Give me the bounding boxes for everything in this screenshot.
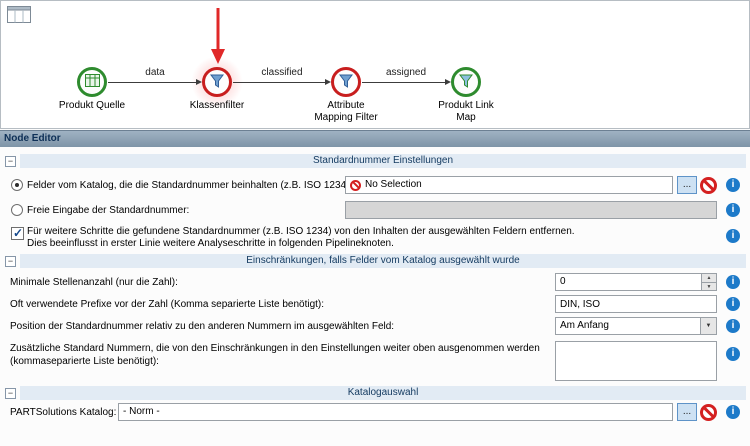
section-header-katalogauswahl: Katalogauswahl [20, 386, 746, 400]
edge-label: classified [261, 67, 303, 78]
exceptions-label: Zusätzliche Standard Nummern, die von de… [10, 343, 540, 367]
prefixes-label: Oft verwendete Prefixe vor der Zahl (Kom… [10, 299, 325, 310]
spinner-up-icon[interactable] [701, 274, 716, 282]
partsolutions-katalog-field[interactable]: - Norm - [118, 403, 673, 421]
node-produkt-quelle[interactable] [77, 67, 107, 97]
browse-felder-button[interactable]: ... [677, 176, 697, 194]
info-icon[interactable] [726, 229, 740, 243]
clear-felder-button[interactable] [700, 177, 717, 194]
info-icon[interactable] [726, 297, 740, 311]
section-header-standardnummer: Standardnummer Einstellungen [20, 154, 746, 168]
radio-felder-vom-katalog[interactable] [11, 179, 23, 191]
collapse-button-standardnummer[interactable] [5, 156, 16, 167]
node-label: Klassenfilter [189, 100, 245, 111]
edge-label: assigned [385, 67, 427, 78]
spinner-buttons[interactable] [701, 274, 716, 290]
info-icon[interactable] [726, 178, 740, 192]
edge-line [233, 78, 331, 85]
funnel-icon [210, 74, 224, 91]
clear-katalog-button[interactable] [700, 404, 717, 421]
section-title: Katalogauswahl [347, 387, 419, 398]
info-icon[interactable] [726, 405, 740, 419]
info-icon[interactable] [726, 203, 740, 217]
node-editor-header: Node Editor [0, 130, 750, 147]
freie-eingabe-field [345, 201, 717, 219]
edge-label: data [145, 67, 165, 78]
collapse-button-katalogauswahl[interactable] [5, 388, 16, 399]
node-attribute-mapping-filter[interactable] [331, 67, 361, 97]
partsolutions-katalog-label: PARTSolutions Katalog: [10, 407, 117, 418]
funnel-icon [459, 74, 473, 91]
min-digits-value: 0 [560, 276, 566, 287]
edge-line [108, 78, 202, 85]
node-label: Produkt Quelle [58, 100, 126, 111]
funnel-icon [339, 74, 353, 91]
info-icon[interactable] [726, 347, 740, 361]
radio-freie-label: Freie Eingabe der Standardnummer: [27, 205, 190, 216]
collapse-button-einschraenkungen[interactable] [5, 256, 16, 267]
table-icon [84, 74, 100, 90]
radio-felder-label: Felder vom Katalog, die die Standardnumm… [27, 180, 350, 191]
checkbox-label-line1: Für weitere Schritte die gefundene Stand… [27, 226, 575, 237]
position-combobox[interactable]: Am Anfang [555, 317, 717, 335]
spinner-down-icon[interactable] [701, 282, 716, 290]
position-label: Position der Standardnummer relativ zu d… [10, 321, 395, 332]
no-selection-icon [350, 179, 361, 191]
standardnummer-felder-value: No Selection [365, 179, 422, 190]
partsolutions-katalog-value: - Norm - [123, 406, 160, 417]
min-digits-label: Minimale Stellenanzahl (nur die Zahl): [10, 277, 178, 288]
prefixes-input[interactable] [555, 295, 717, 313]
radio-freie-eingabe[interactable] [11, 204, 23, 216]
remove-standardnummer-checkbox[interactable] [11, 226, 24, 240]
node-editor-panel: Standardnummer Einstellungen Felder vom … [0, 147, 750, 446]
window-icon[interactable] [7, 6, 31, 23]
section-header-einschraenkungen: Einschränkungen, falls Felder vom Katalo… [20, 254, 746, 268]
browse-katalog-button[interactable]: ... [677, 403, 697, 421]
edge-line [362, 78, 451, 85]
info-icon[interactable] [726, 319, 740, 333]
node-klassenfilter[interactable] [202, 67, 232, 97]
node-produkt-link-map[interactable] [451, 67, 481, 97]
min-digits-spinner[interactable]: 0 [555, 273, 717, 291]
standardnummer-felder-field[interactable]: No Selection [345, 176, 673, 194]
exceptions-textarea[interactable] [555, 341, 717, 381]
chevron-down-icon[interactable] [700, 318, 716, 334]
section-title: Einschränkungen, falls Felder vom Katalo… [246, 255, 520, 266]
checkbox-label-line2: Dies beeinflusst in erster Linie weitere… [27, 238, 394, 249]
node-editor-title: Node Editor [4, 133, 61, 144]
section-title: Standardnummer Einstellungen [312, 155, 454, 166]
annotation-arrow-icon [211, 8, 225, 64]
info-icon[interactable] [726, 275, 740, 289]
position-value: Am Anfang [560, 320, 609, 331]
